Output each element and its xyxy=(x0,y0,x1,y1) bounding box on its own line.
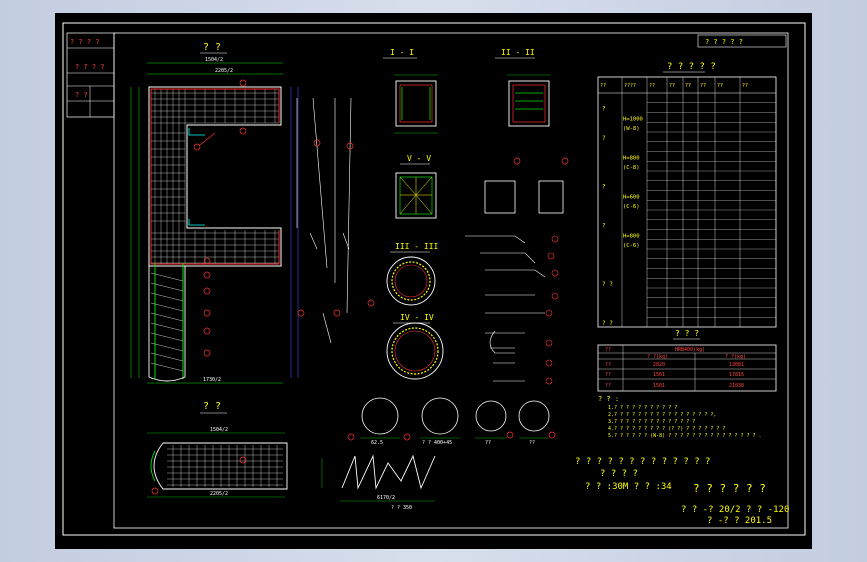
bottom-annotations: ? ? ? ? ? ? ? ? ? ? ? ? ? ? ? ? ? ? ? :3… xyxy=(575,457,789,526)
plan-dim-top: 1504/2 xyxy=(210,427,228,433)
table1-group-label-0: H=1000 xyxy=(623,116,643,122)
table1-left-label-4: ? ? xyxy=(602,281,613,288)
main-dim-bottom: 1730/2 xyxy=(203,377,221,383)
table1-header-3: ?? xyxy=(669,83,675,89)
table1-header-2: ?? xyxy=(649,83,655,89)
circle-dim-3: ?? xyxy=(485,440,491,446)
table2-r1c0: ?? xyxy=(605,372,611,378)
note-line-4: 4.? ? ? ? ? ? ? ? ? (? ?) ? ? ? ? ? ? ? xyxy=(608,426,725,432)
section-title-4: IV - IV xyxy=(400,313,434,322)
section-title-5: V - V xyxy=(407,154,431,163)
table2-r2c2: 21038 xyxy=(729,383,744,389)
section-I-I: I - I xyxy=(383,48,438,134)
table2-r1c2: 17816 xyxy=(729,372,744,378)
bent-bar-details xyxy=(465,235,559,385)
table2-r2c0: ?? xyxy=(605,383,611,389)
notes-block: ? ? : 1.? ? ? ? ? ? ? ? ? ? ? 2.? ? ? ? … xyxy=(598,395,762,439)
section-II-II: II - II xyxy=(495,48,551,127)
title-block-row2: ? ? ? ? xyxy=(75,63,105,71)
table1-left-label-3: ? xyxy=(602,223,606,230)
table1-header-4: ?? xyxy=(685,83,691,89)
table1-group-label-2: H=800 xyxy=(623,155,640,161)
title-block: ? ? ? ? ? ? ? ? ? ? xyxy=(66,32,115,118)
section-IV-IV: IV - IV xyxy=(386,313,444,380)
plan-dim-bottom: 2205/2 xyxy=(210,491,228,497)
main-elevation-view: ? ? 1504/2 2205/2 xyxy=(130,42,299,384)
bottom-line-3: ? ? :30M ? ? :34 xyxy=(585,482,672,492)
section-title-2: II - II xyxy=(501,48,535,57)
table1-group-label-1: (W-8) xyxy=(623,126,640,132)
table1-header-5: ?? xyxy=(700,83,706,89)
table2-r2c1: 1501 xyxy=(653,383,665,389)
table1-header-6: ?? xyxy=(717,83,723,89)
note-line-5: 5.? ? ? ? ? ? (W-8) ? ? ? ? ? ? ? ? ? ? … xyxy=(608,433,762,439)
notes-heading: ? ? : xyxy=(598,395,619,403)
top-right-label: ? ? ? ? ? xyxy=(705,38,743,46)
section-title-3: III - III xyxy=(395,242,439,251)
table1-header-0: ?? xyxy=(600,83,606,89)
plan-view-title: ? ? xyxy=(203,401,221,412)
drawing-canvas[interactable]: ? ? ? ? ? ? ? ? ? ? ? ? ? ? ? ? ? 1504/2… xyxy=(55,13,812,549)
main-dim-top2: 2205/2 xyxy=(215,68,233,74)
bottom-line-2: ? ? ? ? xyxy=(600,469,638,479)
stirrup-shapes xyxy=(484,157,569,214)
section-III-III: III - III xyxy=(386,242,439,306)
table1-group-label-7: (C-6) xyxy=(623,243,640,249)
table2-h0: ?? xyxy=(605,347,611,353)
table1-group-label-4: H=600 xyxy=(623,194,640,200)
rebar-schedule-table: ? ? ? ? ? ?????????????????? H=1000(W-8)… xyxy=(597,62,777,328)
table1-left-label-2: ? xyxy=(602,184,606,191)
table1-group-label-3: (C-8) xyxy=(623,165,640,171)
spiral-zigzag: 6170/2 ? ? 350 xyxy=(321,454,436,511)
top-right-label-box: ? ? ? ? ? xyxy=(697,34,787,48)
rebar-mesh xyxy=(151,89,279,264)
spiral-dim: 6170/2 xyxy=(377,495,395,501)
note-line-2: 2.? ? ? ? ? ? ? ? ? ? ? ? ? ? ? ? ?, xyxy=(608,412,716,418)
table2-r0c2: 13081 xyxy=(729,362,744,368)
table1-title: ? ? ? ? ? xyxy=(667,62,716,72)
spiral-bottom-label: ? ? 350 xyxy=(391,505,412,511)
main-dim-top1: 1504/2 xyxy=(205,57,223,63)
title-block-row1: ? ? ? ? xyxy=(70,38,100,46)
callout-bubbles-main xyxy=(193,79,247,357)
title-block-row3: ? ? xyxy=(75,91,88,99)
note-line-3: 3.? ? ? ? ? ? ? ? ? ? ? ? ? ? xyxy=(608,419,695,425)
section-V-V: V - V xyxy=(395,154,437,219)
table1-header-7: ?? xyxy=(742,83,748,89)
note-line-1: 1.? ? ? ? ? ? ? ? ? ? ? xyxy=(608,405,677,411)
bottom-big-text: ? ? ? ? ? ? xyxy=(693,482,766,495)
bottom-num-1: ? ? -? 20/2 ? ? -120 xyxy=(681,505,789,515)
table2-r0c1: 2820 xyxy=(653,362,665,368)
table1-group-label-5: (C-6) xyxy=(623,204,640,210)
rebar-detail-bars xyxy=(296,97,375,344)
table2-r0c0: ?? xyxy=(605,362,611,368)
table2-col3: ? ?(kg) xyxy=(725,354,746,360)
main-view-title: ? ? xyxy=(203,42,221,53)
bottom-num-2: ? -? ? 201.5 xyxy=(707,516,772,526)
table2-title: ? ? ? xyxy=(675,329,699,338)
table1-left-label-5: ? ? xyxy=(602,320,613,327)
plan-view: ? ? 1504/2 2205/2 xyxy=(147,401,288,498)
table2-r1c1: 1561 xyxy=(653,372,665,378)
table2-h1: HRB400(kg) xyxy=(675,347,705,353)
spiral-ring-details: 62.5 ? ? 400+45 ?? ?? xyxy=(347,397,556,446)
table2-col2: ? ?(kg) xyxy=(647,354,668,360)
table1-left-label-1: ? xyxy=(602,135,606,142)
circle-dim-4: ?? xyxy=(529,440,535,446)
summary-table: ? ? ? ?? HRB400(kg) ? ?(kg) ? ?(kg) ?? 2… xyxy=(597,329,777,392)
circle-dim-2: ? ? 400+45 xyxy=(422,440,452,446)
circle-dim-1: 62.5 xyxy=(371,440,383,446)
table1-header-1: ???? xyxy=(624,83,636,89)
sheet-border xyxy=(62,22,806,536)
table1-group-label-6: H=800 xyxy=(623,233,640,239)
sheet-inner-border xyxy=(113,32,789,529)
table1-left-label-0: ? xyxy=(602,106,606,113)
cad-drawing-sheet: ? ? ? ? ? ? ? ? ? ? ? ? ? ? ? ? ? 1504/2… xyxy=(55,13,812,549)
bottom-line-1: ? ? ? ? ? ? ? ? ? ? ? ? ? xyxy=(575,457,710,467)
section-title-1: I - I xyxy=(390,48,414,57)
